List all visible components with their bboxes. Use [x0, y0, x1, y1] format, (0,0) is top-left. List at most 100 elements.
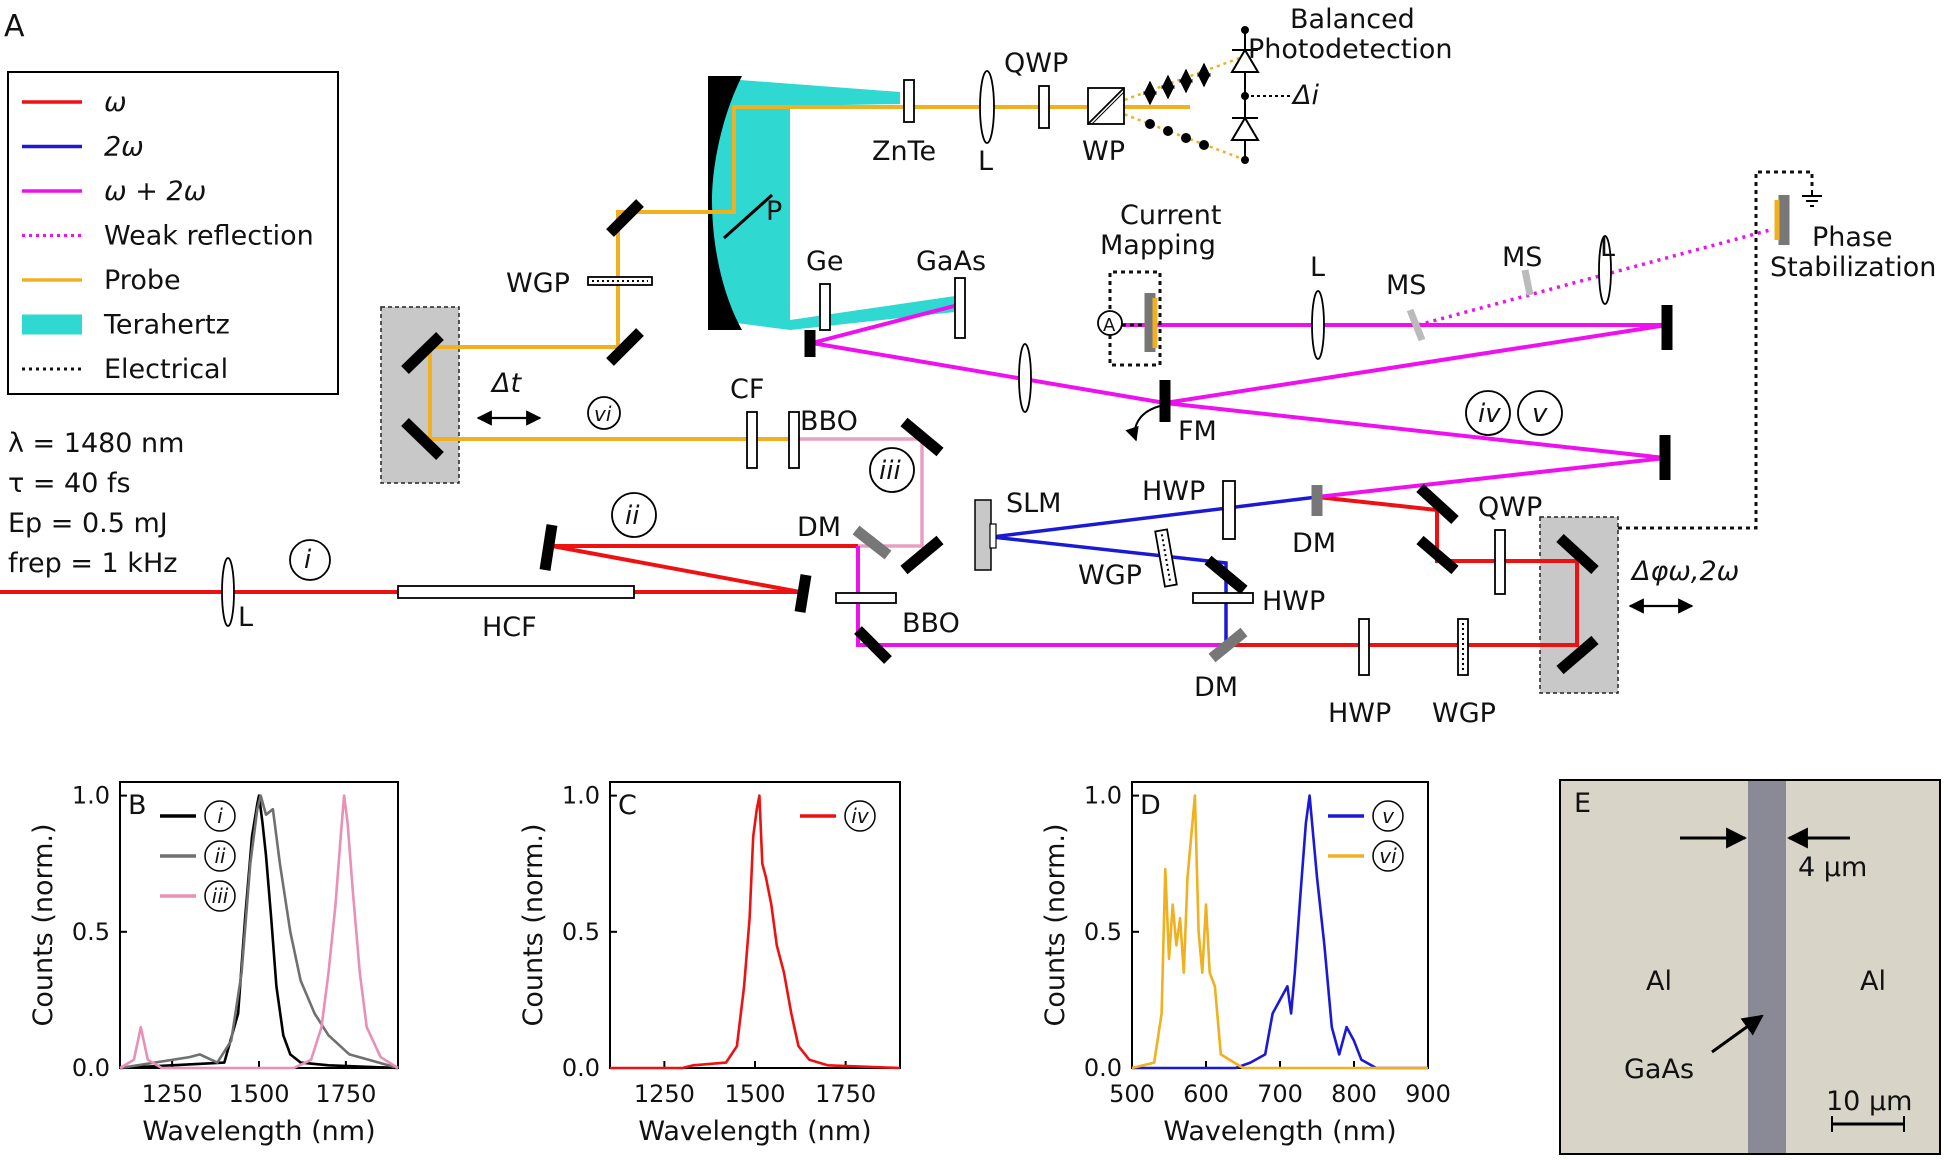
legend-label: ω — [104, 87, 127, 118]
label-hwp3: HWP — [1328, 698, 1391, 729]
label-current-1: Current — [1120, 200, 1221, 231]
label-wgp-top: WGP — [506, 268, 570, 299]
label-qwp-top: QWP — [1004, 48, 1068, 79]
label-gaas: GaAs — [916, 246, 986, 277]
label-bbo1: BBO — [800, 406, 858, 437]
legend-label: Weak reflection — [104, 221, 314, 252]
x-tick-label: 1250 — [634, 1080, 695, 1108]
scalebar-label: 10 μm — [1826, 1086, 1912, 1117]
beam-probe-split-up — [1104, 56, 1241, 109]
label-phase-2: Stabilization — [1770, 252, 1936, 283]
photodiodes — [1230, 26, 1290, 164]
al-right-label: Al — [1860, 966, 1886, 997]
series-line-vi — [1131, 794, 1428, 1070]
label-znte: ZnTe — [872, 136, 936, 167]
beam-probe — [428, 105, 1102, 441]
beam-sum-bottom — [856, 546, 1231, 647]
label-lens-mid: L — [1310, 252, 1325, 283]
component-labels: Balanced Photodetection Δi QWP ZnTe L WP… — [238, 4, 1936, 729]
label-wp: WP — [1082, 136, 1125, 167]
label-p: P — [766, 196, 782, 227]
series-line-iii — [119, 794, 399, 1070]
laser-wavelength: λ = 1480 nm — [8, 428, 184, 459]
fm-flip-arrow — [1125, 405, 1161, 442]
legend-circle — [1372, 800, 1404, 832]
al-left-label: Al — [1646, 966, 1672, 997]
legend-label-iii: iii — [212, 884, 229, 908]
legend-circle — [204, 840, 236, 872]
label-ms2: MS — [1502, 242, 1542, 273]
plot-frame — [119, 781, 399, 1069]
electrical-phase — [1618, 170, 1814, 530]
label-delta-i: Δi — [1291, 80, 1319, 111]
panel-label-c: C — [618, 790, 637, 821]
label-slm: SLM — [1006, 488, 1061, 519]
ammeter-icon — [1097, 310, 1123, 336]
mirrors — [401, 193, 1790, 675]
label-hwp2: HWP — [1262, 586, 1325, 617]
delay-stage-box — [380, 306, 460, 484]
svg-text:iv: iv — [1478, 399, 1501, 429]
label-hwp1: HWP — [1142, 476, 1205, 507]
label-current-2: Mapping — [1100, 230, 1216, 261]
beam-weak-reflection — [1417, 228, 1771, 327]
y-tick-label: 0.0 — [72, 1054, 110, 1082]
x-tick-label: 1750 — [815, 1080, 876, 1108]
label-dm3: DM — [1194, 672, 1238, 703]
laser-rep-rate: frep = 1 kHz — [8, 548, 177, 579]
beam-omega-arm — [1231, 495, 1579, 647]
svg-text:i: i — [304, 545, 312, 575]
svg-text:v: v — [1532, 399, 1548, 429]
beam-markers: i ii iii iv v vi — [289, 390, 1563, 581]
panel-label-a: A — [4, 9, 25, 44]
y-axis-label: Counts (norm.) — [1040, 823, 1071, 1026]
series-line-ii — [119, 794, 399, 1070]
y-tick-label: 0.0 — [562, 1054, 600, 1082]
label-wgp-bot: WGP — [1432, 698, 1496, 729]
y-tick-label: 1.0 — [1084, 782, 1122, 810]
panel-label-b: B — [128, 790, 147, 821]
width-label: 4 μm — [1798, 852, 1867, 883]
x-tick-label: 1500 — [228, 1080, 289, 1108]
x-tick-label: 1750 — [315, 1080, 376, 1108]
x-tick-label: 700 — [1257, 1080, 1303, 1108]
legend-label: Electrical — [104, 354, 228, 385]
beam-omega-hcf — [551, 544, 858, 594]
label-ms1: MS — [1386, 270, 1426, 301]
x-axis-label: Wavelength (nm) — [1163, 1116, 1396, 1147]
beam-two-omega-2 — [991, 535, 1228, 645]
laser-energy: Ep = 0.5 mJ — [8, 508, 168, 539]
panel-label-e: E — [1574, 788, 1591, 819]
beam-iii — [788, 437, 924, 548]
legend-circle — [204, 880, 236, 912]
legend-circle — [204, 800, 236, 832]
y-tick-label: 0.0 — [1084, 1054, 1122, 1082]
label-lens-right: L — [1600, 232, 1615, 263]
label-cf: CF — [730, 374, 764, 405]
label-balanced-2: Photodetection — [1248, 34, 1453, 65]
label-ge: Ge — [806, 246, 844, 277]
legend-label: Probe — [104, 265, 181, 296]
label-qwp-bot: QWP — [1478, 492, 1542, 523]
y-tick-label: 1.0 — [72, 782, 110, 810]
laser-duration: τ = 40 fs — [8, 468, 131, 499]
legend-circle — [844, 800, 876, 832]
legend-label: 2ω — [104, 132, 144, 163]
legend-label-ii: ii — [214, 844, 226, 868]
y-tick-label: 0.5 — [1084, 918, 1122, 946]
x-tick-label: 800 — [1331, 1080, 1377, 1108]
beam-sum-main — [1100, 323, 1668, 499]
label-hcf: HCF — [482, 612, 537, 643]
legend-label-vi: vi — [1379, 844, 1397, 868]
label-bbo2: BBO — [902, 608, 960, 639]
terahertz-fill — [708, 78, 955, 330]
x-tick-label: 900 — [1405, 1080, 1451, 1108]
svg-text:vi: vi — [594, 402, 612, 426]
y-axis-label: Counts (norm.) — [518, 823, 549, 1026]
label-lens-top: L — [978, 146, 993, 177]
